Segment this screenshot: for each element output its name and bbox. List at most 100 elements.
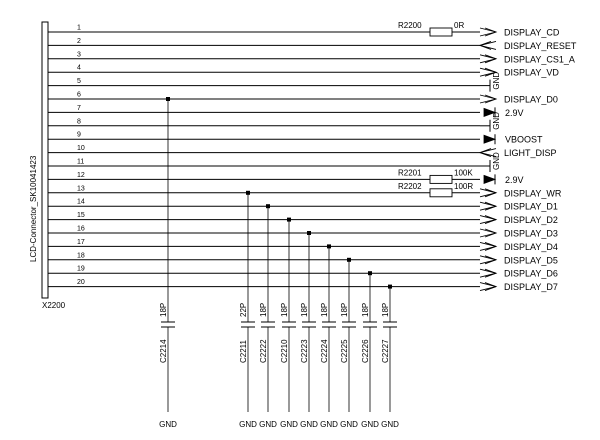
- pin-number: 17: [77, 239, 85, 246]
- gnd-label: GND: [280, 420, 298, 429]
- input-arrow-icon: [478, 148, 492, 158]
- pin-number: 1: [77, 25, 81, 32]
- output-arrow-icon: [484, 282, 498, 292]
- gnd-label: GND: [239, 420, 257, 429]
- capacitor-value: 18P: [340, 303, 349, 317]
- capacitor-value: 18P: [159, 303, 168, 317]
- gnd-label: GND: [259, 420, 277, 429]
- pin-number: 16: [77, 226, 85, 233]
- net-label: DISPLAY_D1: [504, 202, 558, 212]
- resistor-value: 100K: [454, 168, 473, 177]
- pin-row: 7 2.9V: [48, 105, 524, 118]
- capacitor-ref: C2227: [381, 339, 390, 363]
- gnd-label: GND: [361, 420, 379, 429]
- pin-row: 3 DISPLAY_CS1_A: [48, 51, 575, 64]
- net-label: DISPLAY_D0: [504, 95, 558, 105]
- capacitor-ref: C2224: [320, 339, 329, 363]
- net-label: DISPLAY_D2: [504, 215, 558, 225]
- pin-row: 18 DISPLAY_D5: [48, 252, 558, 265]
- pin-number: 20: [77, 279, 85, 286]
- capacitor-ref: C2226: [361, 339, 370, 363]
- pin-number: 12: [77, 172, 85, 179]
- pin-number: 3: [77, 51, 81, 58]
- pin-number: 15: [77, 212, 85, 219]
- net-label: DISPLAY_CS1_A: [504, 54, 575, 64]
- gnd-label: GND: [492, 72, 501, 90]
- pin-number: 18: [77, 252, 85, 259]
- resistor-body: [429, 188, 453, 198]
- connector-name: LCD-Connector_SK10041423: [29, 155, 38, 262]
- pin-row: 6 DISPLAY_D0: [48, 92, 558, 105]
- capacitor-ref: C2214: [159, 339, 168, 363]
- capacitor-value: 18P: [259, 303, 268, 317]
- resistor-ref: R2201: [398, 168, 422, 177]
- capacitor-value: 18P: [300, 303, 309, 317]
- pin-number: 7: [77, 105, 81, 112]
- capacitor-ref: C2211: [239, 339, 248, 363]
- output-arrow-icon: [484, 188, 498, 198]
- resistor-value: 0R: [454, 21, 464, 30]
- power-arrow-icon: [483, 134, 497, 144]
- output-arrow-icon: [484, 94, 498, 104]
- pin-number: 6: [77, 92, 81, 99]
- pin-row: 11 GND: [48, 152, 501, 172]
- net-label: DISPLAY_CD: [504, 28, 560, 38]
- output-arrow-icon: [484, 255, 498, 265]
- pin-number: 5: [77, 78, 81, 85]
- capacitor-ref: C2225: [340, 339, 349, 363]
- net-label: VBOOST: [505, 135, 543, 145]
- capacitor-value: 18P: [280, 303, 289, 317]
- output-arrow-icon: [484, 241, 498, 251]
- output-arrow-icon: [484, 201, 498, 211]
- net-label: DISPLAY_RESET: [504, 41, 577, 51]
- capacitor-value: 18P: [320, 303, 329, 317]
- pin-number: 2: [77, 38, 81, 45]
- resistor-body: [429, 174, 453, 184]
- net-label: DISPLAY_D3: [504, 229, 558, 239]
- net-label: 2.9V: [505, 108, 524, 118]
- pin-number: 11: [77, 159, 84, 166]
- gnd-label: GND: [340, 420, 358, 429]
- pin-number: 14: [77, 199, 85, 206]
- net-label: DISPLAY_WR: [504, 188, 562, 198]
- pin-number: 10: [77, 145, 85, 152]
- output-arrow-icon: [484, 67, 498, 77]
- gnd-label: GND: [381, 420, 399, 429]
- pin-number: 4: [77, 65, 81, 72]
- resistor-ref: R2202: [398, 182, 422, 191]
- gnd-label: GND: [492, 112, 501, 130]
- capacitor-group: 18PC2214GND22PC2211GND18PC2222GND18PC221…: [159, 97, 399, 429]
- resistor-body: [429, 27, 453, 37]
- net-label: DISPLAY_VD: [504, 68, 559, 78]
- capacitor-ref: C2223: [300, 339, 309, 363]
- power-arrow-icon: [483, 174, 497, 184]
- pin-row: 4 DISPLAY_VD: [48, 65, 559, 78]
- capacitor-value: 18P: [361, 303, 370, 317]
- resistor-value: 100R: [454, 182, 473, 191]
- pin-number: 9: [77, 132, 81, 139]
- gnd-label: GND: [159, 420, 177, 429]
- pin-row: 2 DISPLAY_RESET: [48, 38, 577, 51]
- capacitor-value: 18P: [381, 303, 390, 317]
- net-label: DISPLAY_D5: [504, 255, 558, 265]
- net-label: DISPLAY_D6: [504, 269, 558, 279]
- gnd-label: GND: [492, 152, 501, 170]
